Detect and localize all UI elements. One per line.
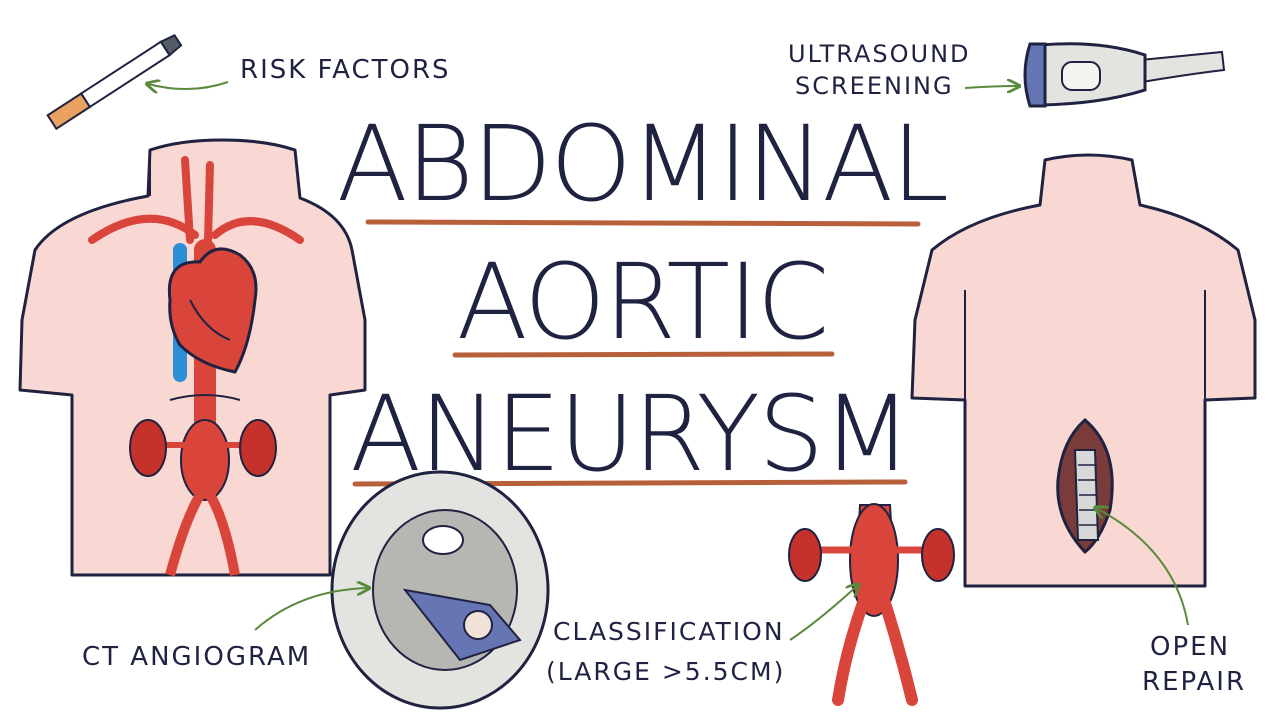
front-torso-body <box>18 138 367 577</box>
cigarette-icon <box>46 33 183 131</box>
label-repair: REPAIR <box>1142 667 1246 697</box>
arrow-risk-factors <box>148 82 229 89</box>
arrow-classification <box>789 585 858 641</box>
aneurysm-bulge <box>180 419 230 501</box>
title-underline2 <box>452 351 835 358</box>
kidney-left <box>129 419 167 477</box>
ct-scanner-icon <box>330 470 550 710</box>
kidney-small-left <box>788 528 822 582</box>
back-torso <box>910 153 1257 588</box>
arrow-open-repair <box>1096 508 1189 626</box>
label-ct-angiogram: CT ANGIOGRAM <box>82 642 311 672</box>
arrow-ultrasound <box>964 86 1018 88</box>
arrow-ct <box>254 588 368 631</box>
kidney-right <box>239 419 277 477</box>
title-underline1 <box>365 219 921 227</box>
label-ultrasound-line2: SCREENING <box>795 72 954 100</box>
title-line1: ABDOMINAL <box>337 103 947 225</box>
title-block: ABDOMINAL AORTIC ANEURYSM <box>337 103 949 495</box>
label-open: OPEN <box>1150 632 1230 662</box>
heart <box>167 247 258 374</box>
title-line2: AORTIC <box>457 241 828 363</box>
label-classification-line2: (LARGE >5.5CM) <box>546 657 785 686</box>
label-risk-factors: RISK FACTORS <box>240 55 451 85</box>
label-ultrasound-line1: ULTRASOUND <box>788 40 971 68</box>
ultrasound-probe-icon <box>1023 42 1226 108</box>
label-classification-line1: CLASSIFICATION <box>553 617 785 646</box>
kidney-small-right <box>921 528 955 582</box>
back-torso-body <box>910 153 1257 588</box>
aorta-illustration <box>788 503 955 706</box>
front-torso <box>18 138 367 577</box>
